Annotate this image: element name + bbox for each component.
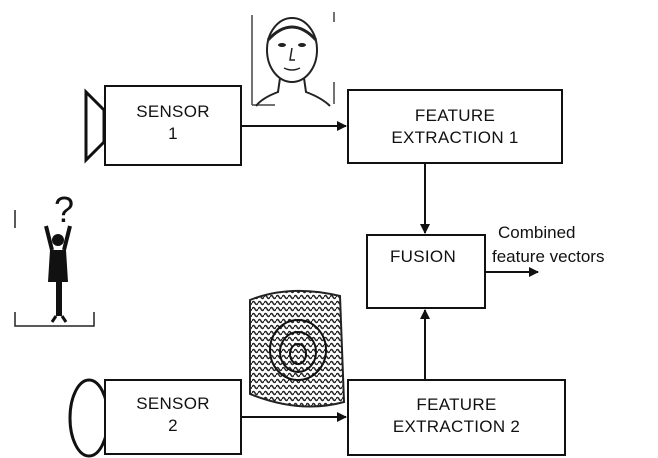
- face-photo-icon: [252, 12, 334, 106]
- sensor-2-box: SENSOR 2: [104, 379, 242, 455]
- question-mark: ?: [54, 189, 74, 230]
- fingerprint-icon: [250, 291, 344, 407]
- fusion-box: FUSION: [366, 234, 486, 309]
- output-label-line2: feature vectors: [492, 246, 604, 268]
- feature-extraction-2-box: FEATURE EXTRACTION 2: [347, 379, 566, 456]
- sensor-1-box: SENSOR 1: [104, 85, 242, 166]
- microphone-icon: [70, 380, 108, 456]
- sensor-2-line1: SENSOR: [136, 393, 210, 415]
- feature-extraction-1-line2: EXTRACTION 1: [391, 127, 518, 149]
- feature-extraction-1-line1: FEATURE: [415, 105, 495, 127]
- feature-extraction-2-line2: EXTRACTION 2: [393, 416, 520, 438]
- output-label-line1: Combined: [498, 222, 576, 244]
- person-question-icon: ?: [15, 189, 94, 326]
- sensor-1-line2: 1: [168, 123, 178, 145]
- fusion-label: FUSION: [390, 246, 456, 268]
- feature-extraction-2-line1: FEATURE: [416, 394, 496, 416]
- sensor-1-line1: SENSOR: [136, 101, 210, 123]
- sensor-2-line2: 2: [168, 415, 178, 437]
- feature-extraction-1-box: FEATURE EXTRACTION 1: [347, 89, 563, 164]
- camera-icon: [86, 92, 104, 160]
